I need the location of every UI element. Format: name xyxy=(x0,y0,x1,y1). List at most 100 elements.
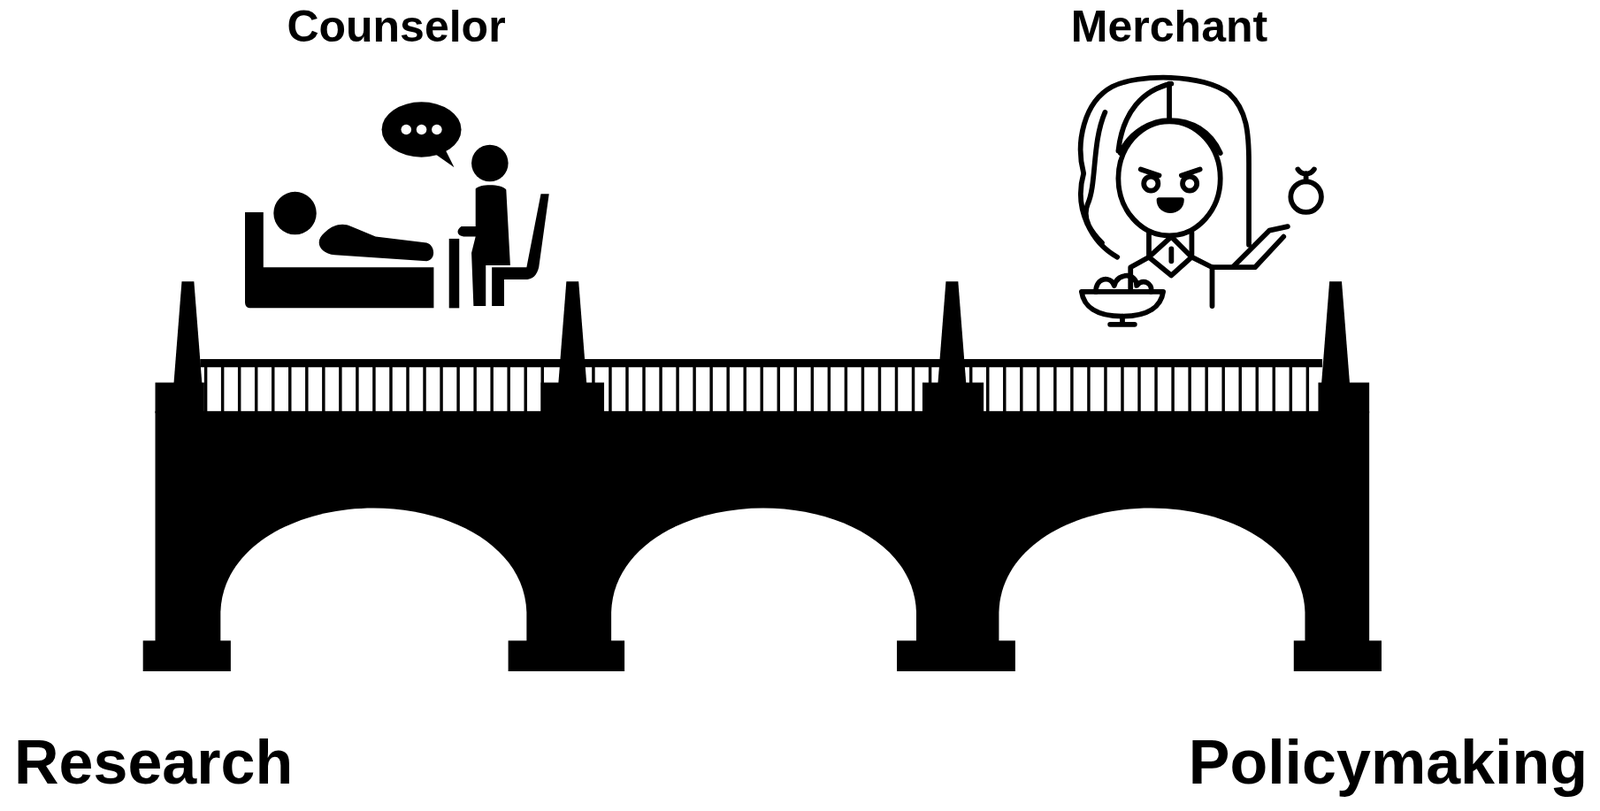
baluster xyxy=(742,365,746,414)
counselor-icon xyxy=(273,191,316,235)
baluster xyxy=(204,365,207,414)
merchant-icon xyxy=(1191,232,1212,307)
merchant-icon xyxy=(1297,168,1314,182)
baluster xyxy=(1289,365,1293,414)
counselor-icon xyxy=(244,212,434,308)
bridge-arch xyxy=(220,507,1305,645)
baluster xyxy=(911,365,915,414)
baluster xyxy=(1002,365,1006,414)
baluster xyxy=(1306,365,1310,414)
bridge xyxy=(541,382,605,414)
bridge-foot xyxy=(143,640,1382,672)
baluster xyxy=(777,365,781,414)
baluster xyxy=(844,365,848,414)
baluster xyxy=(473,365,476,414)
merchant-icon xyxy=(1169,120,1221,154)
baluster xyxy=(372,365,376,414)
icon-caption: Merchant xyxy=(1071,3,1268,51)
baluster xyxy=(709,365,712,414)
baluster xyxy=(1238,365,1241,414)
baluster xyxy=(1221,365,1225,414)
baluster xyxy=(861,365,865,414)
merchant-icon xyxy=(1095,275,1152,292)
merchant-icon xyxy=(1182,176,1197,192)
bridge-arch xyxy=(611,507,917,645)
bridge xyxy=(1321,281,1350,386)
merchant-icon xyxy=(1080,77,1322,325)
baluster xyxy=(1087,365,1090,414)
baluster xyxy=(237,365,241,414)
counselor-icon xyxy=(449,238,460,308)
baluster xyxy=(422,365,426,414)
counselor-icon xyxy=(244,101,550,308)
baluster xyxy=(1019,365,1023,414)
bridge xyxy=(558,281,587,386)
merchant-icon xyxy=(1290,181,1322,213)
merchant-icon xyxy=(1148,237,1192,276)
baluster xyxy=(405,365,409,414)
baluster xyxy=(1272,365,1276,414)
end-label: Policymaking xyxy=(1188,730,1588,797)
baluster xyxy=(439,365,443,414)
baluster xyxy=(204,365,1310,414)
counselor-icon xyxy=(400,124,412,136)
merchant-icon xyxy=(1117,84,1172,152)
merchant-icon xyxy=(1168,248,1174,261)
counselor-icon xyxy=(471,145,509,183)
bridge-arch xyxy=(998,507,1305,645)
baluster xyxy=(1070,365,1073,414)
baluster xyxy=(1255,365,1259,414)
baluster xyxy=(625,365,628,414)
baluster xyxy=(338,365,342,414)
baluster xyxy=(878,365,881,414)
merchant-icon xyxy=(1140,168,1160,176)
baluster xyxy=(506,365,510,414)
bridge-foot xyxy=(896,640,1016,672)
merchant-icon xyxy=(1117,121,1220,236)
baluster xyxy=(692,365,696,414)
baluster xyxy=(608,365,612,414)
counselor-icon xyxy=(319,224,434,262)
bridge-foot xyxy=(1293,640,1382,672)
baluster xyxy=(305,365,308,414)
merchant-icon xyxy=(1232,237,1285,268)
bridge xyxy=(173,281,202,386)
baluster xyxy=(658,365,662,414)
counselor-icon xyxy=(491,193,550,307)
baluster xyxy=(895,365,898,414)
bridge xyxy=(155,382,205,414)
bridge-foot xyxy=(508,640,625,672)
baluster xyxy=(489,365,493,414)
counselor-icon xyxy=(431,124,443,136)
counselor-icon xyxy=(416,124,428,136)
baluster xyxy=(221,365,224,414)
baluster xyxy=(675,365,679,414)
merchant-icon xyxy=(1159,199,1182,211)
baluster xyxy=(1103,365,1107,414)
bridge xyxy=(1317,382,1370,414)
baluster xyxy=(1171,365,1174,414)
bridge-arch xyxy=(220,507,527,645)
baluster xyxy=(1187,365,1191,414)
baluster xyxy=(760,365,764,414)
baluster xyxy=(355,365,359,414)
counselor-icon xyxy=(433,148,454,168)
merchant-icon xyxy=(1211,226,1287,268)
baluster xyxy=(1053,365,1057,414)
bridge xyxy=(922,382,984,414)
baluster xyxy=(1120,365,1124,414)
baluster xyxy=(1036,365,1040,414)
baluster xyxy=(726,365,729,414)
baluster xyxy=(389,365,392,414)
merchant-icon xyxy=(1143,176,1158,192)
merchant-icon xyxy=(1080,77,1249,258)
baluster xyxy=(811,365,814,414)
baluster xyxy=(321,365,325,414)
merchant-icon xyxy=(1086,112,1106,244)
baluster xyxy=(1204,365,1208,414)
bridge-foot xyxy=(143,640,231,672)
baluster xyxy=(523,365,527,414)
baluster xyxy=(288,365,291,414)
bridge xyxy=(937,281,966,386)
baluster xyxy=(986,365,989,414)
